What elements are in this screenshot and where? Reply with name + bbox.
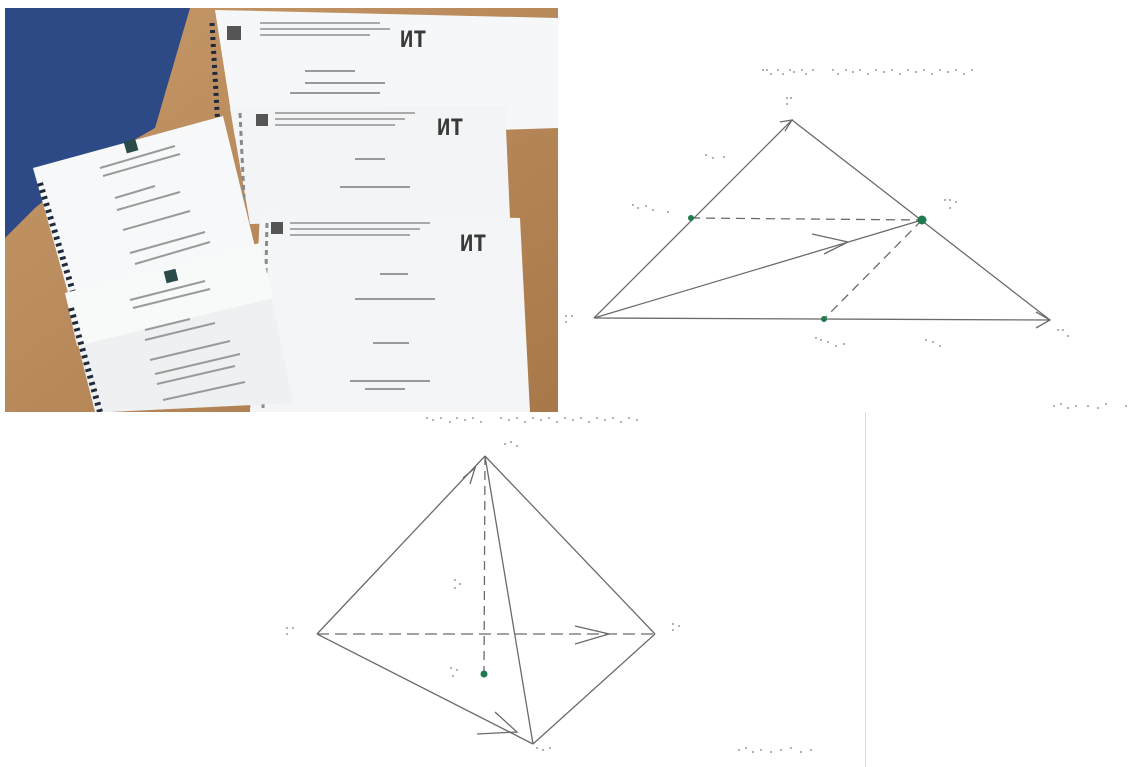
it-logo-2: ИТ <box>437 116 464 141</box>
triangle-diagram <box>565 69 1127 409</box>
arrow-median <box>811 233 850 255</box>
tetrahedron-diagram-panel <box>5 412 865 767</box>
it-logo-3: ИТ <box>460 232 487 257</box>
braille-labels <box>565 97 1127 409</box>
median-line <box>593 219 923 319</box>
dashed-parallel <box>690 217 923 221</box>
braille-title <box>762 69 973 75</box>
report-document-3: ИТ <box>250 213 530 412</box>
arrow-top <box>779 119 794 132</box>
point-left <box>688 215 694 221</box>
arrow-left-top <box>462 466 477 485</box>
point-base <box>821 316 827 322</box>
edge-top-bottom <box>484 455 534 745</box>
base-point <box>480 670 488 678</box>
edge-left-top <box>316 455 486 635</box>
height-line <box>483 455 486 675</box>
braille-labels-2 <box>286 441 812 753</box>
reports-photo: ИТ ИТ ИТ <box>5 8 558 412</box>
it-logo-1: ИТ <box>400 28 427 53</box>
arrow-base <box>1035 311 1052 329</box>
panel-divider <box>865 412 866 767</box>
dashed-diagonal <box>823 219 923 320</box>
point-right <box>917 215 927 225</box>
tetrahedron-diagram <box>286 417 812 753</box>
photo-panel: ИТ ИТ ИТ <box>5 8 558 412</box>
edge-top-right <box>484 455 656 635</box>
triangle-diagram-panel <box>558 60 1139 412</box>
edge-bottom-right <box>532 633 656 745</box>
report-document-2: ИТ <box>230 106 510 224</box>
edge-left-bottom <box>316 633 534 745</box>
report-document-5 <box>65 243 293 412</box>
arrow-bottom <box>476 711 519 735</box>
arrow-hidden <box>574 625 612 645</box>
report-document-1: ИТ <box>209 10 558 138</box>
braille-title-2 <box>426 417 638 423</box>
